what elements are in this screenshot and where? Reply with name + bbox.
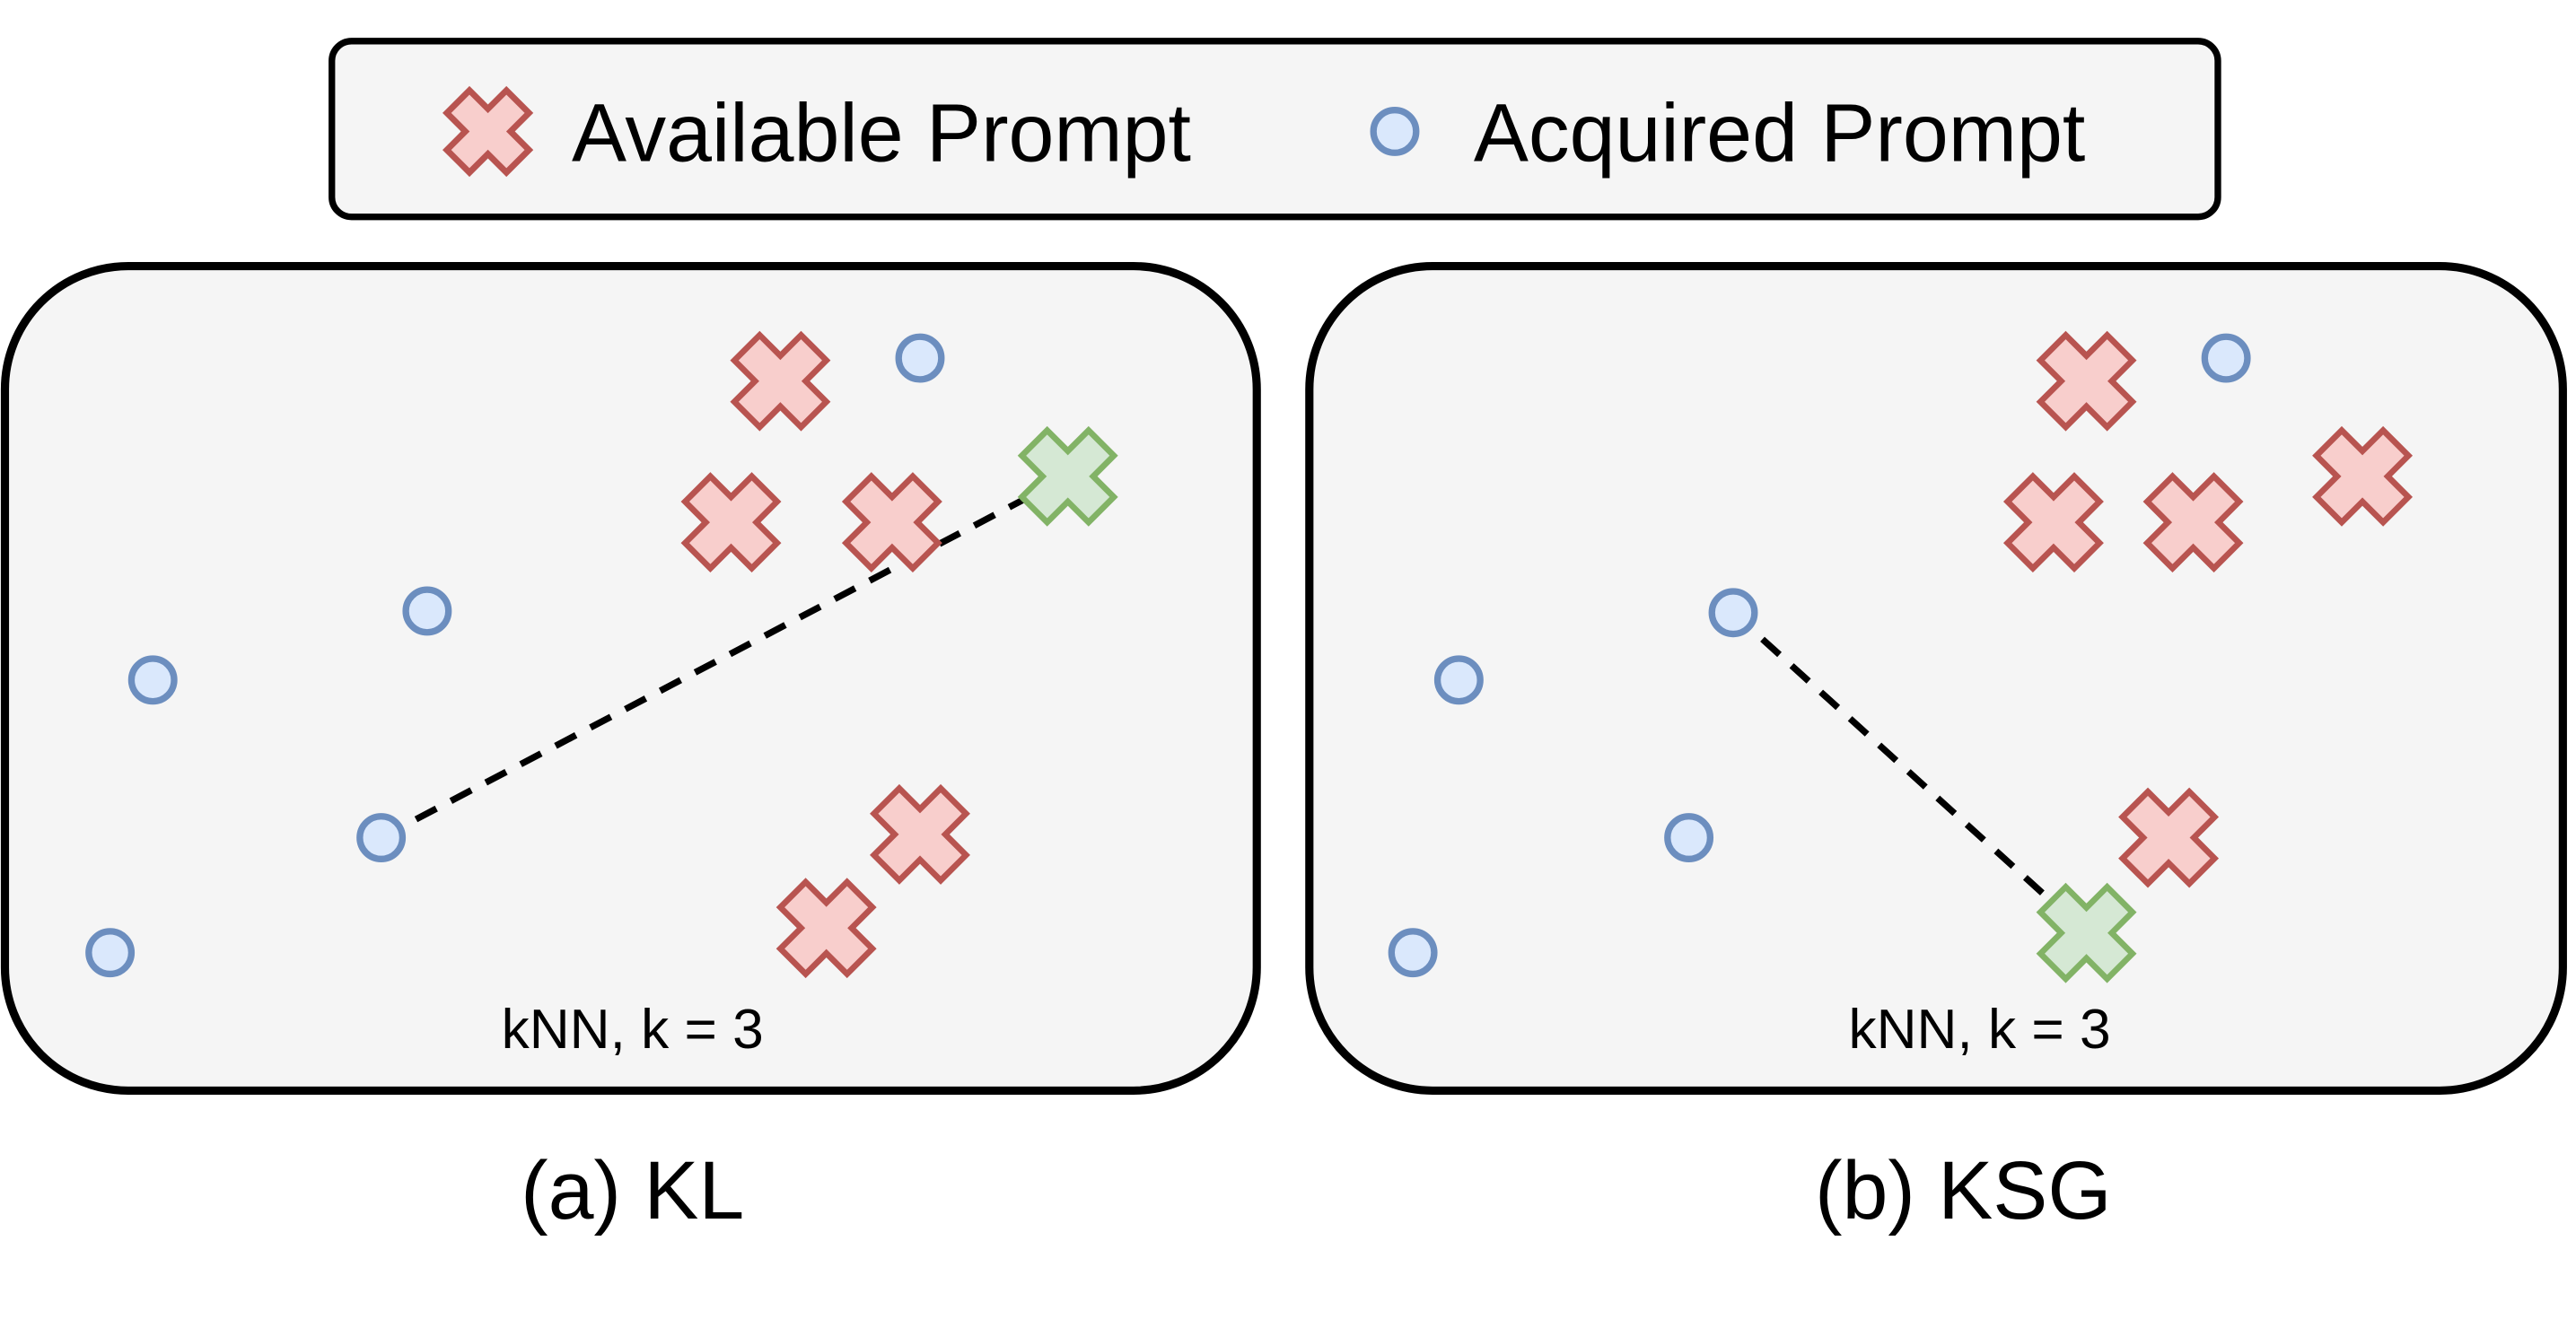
kl-acquired-prompt-1 — [402, 586, 452, 636]
ksg-acquired-prompt-2 — [1433, 655, 1484, 705]
panel-ksg-caption: (b) KSG — [1815, 1145, 2111, 1237]
ksg-nearest-neighbor-link — [1730, 610, 2090, 936]
kl-acquired-prompt-0 — [895, 333, 945, 383]
panel-kl: kNN, k = 3 (a) KL — [0, 261, 1261, 1237]
legend-box — [329, 38, 2221, 221]
panel-kl-note: kNN, k = 3 — [502, 999, 764, 1061]
panel-kl-caption: (a) KL — [521, 1145, 744, 1237]
panel-ksg-box — [1305, 261, 2567, 1095]
panel-kl-box — [0, 261, 1261, 1095]
legend-available-label: Available Prompt — [572, 87, 1191, 179]
kl-acquired-prompt-2 — [127, 655, 178, 705]
legend-acquired-marker — [1370, 107, 1420, 156]
kl-acquired-prompt-4 — [85, 928, 136, 978]
ksg-acquired-prompt-3 — [1664, 813, 1714, 862]
ksg-acquired-prompt-1 — [1708, 588, 1758, 638]
ksg-acquired-prompt-0 — [2201, 333, 2251, 383]
kl-acquired-prompt-3 — [356, 813, 407, 862]
kl-nearest-neighbor-link — [379, 473, 1070, 841]
panel-ksg: kNN, k = 3 (b) KSG — [1305, 261, 2567, 1237]
panel-ksg-note: kNN, k = 3 — [1848, 999, 2110, 1061]
legend-acquired-label: Acquired Prompt — [1474, 87, 2085, 179]
legend: Available Prompt Acquired Prompt — [329, 38, 2221, 221]
ksg-acquired-prompt-4 — [1388, 928, 1438, 978]
